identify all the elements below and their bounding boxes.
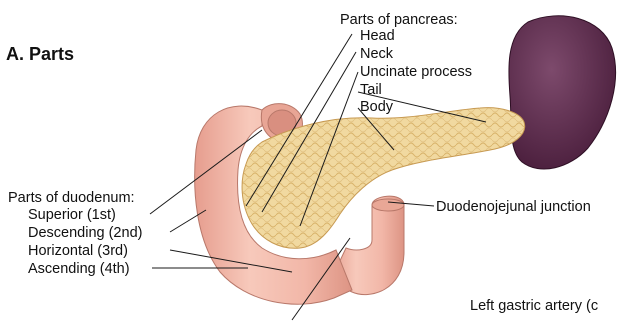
duodenum-label-descending: Descending (2nd) [28, 225, 142, 241]
pancreas-label-neck: Neck [360, 46, 393, 62]
left-gastric-artery-label: Left gastric artery (c [470, 298, 598, 314]
panel-title: A. Parts [6, 44, 74, 64]
duodenojejunal-junction-label: Duodenojejunal junction [436, 199, 591, 215]
pancreas-label-head: Head [360, 28, 395, 44]
spleen-shape [509, 16, 616, 169]
pancreas-label-body: Body [360, 99, 393, 115]
duodenum-heading: Parts of duodenum: [8, 190, 135, 206]
duodenum-label-horizontal: Horizontal (3rd) [28, 243, 128, 259]
pancreas-label-uncinate: Uncinate process [360, 64, 472, 80]
duodenum-label-superior: Superior (1st) [28, 207, 116, 223]
jejunum-opening [372, 199, 404, 211]
pancreas-label-tail: Tail [360, 82, 382, 98]
duodenum-label-ascending: Ascending (4th) [28, 261, 130, 277]
pancreas-heading: Parts of pancreas: [340, 12, 458, 28]
